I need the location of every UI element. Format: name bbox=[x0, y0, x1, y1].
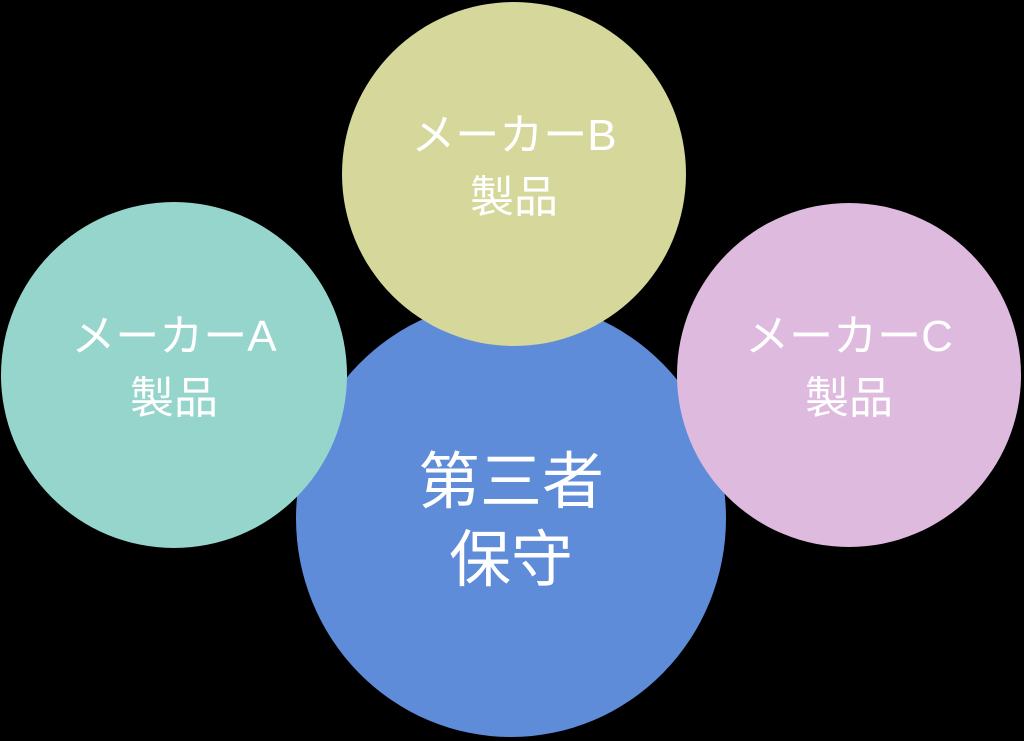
maker-b-product-label-line2: 製品 bbox=[469, 173, 558, 222]
maker-a-product-label-line1: メーカーA bbox=[71, 312, 277, 361]
maker-b-product-label-line1: メーカーB bbox=[411, 111, 617, 160]
maker-c-product-label-line1: メーカーC bbox=[745, 312, 953, 361]
maker-a-product-label-line2: 製品 bbox=[129, 374, 218, 423]
circle-maker-c-product: メーカーC 製品 bbox=[677, 203, 1021, 547]
maker-c-product-label-line2: 製品 bbox=[805, 374, 893, 423]
circle-maker-a-product: メーカーA 製品 bbox=[1, 202, 347, 548]
third-party-maintenance-label-line2: 保守 bbox=[448, 525, 573, 595]
third-party-maintenance-label-line1: 第三者 bbox=[417, 447, 604, 517]
maker-a-product-label: メーカーA 製品 bbox=[71, 306, 276, 430]
maker-c-product-label: メーカーC 製品 bbox=[745, 306, 953, 430]
maker-b-product-label: メーカーB 製品 bbox=[411, 105, 616, 229]
circle-maker-b-product: メーカーB 製品 bbox=[342, 2, 686, 346]
third-party-maintenance-label: 第三者 保守 bbox=[418, 444, 604, 600]
circle-third-party-maintenance: 第三者 保守 bbox=[296, 300, 726, 737]
